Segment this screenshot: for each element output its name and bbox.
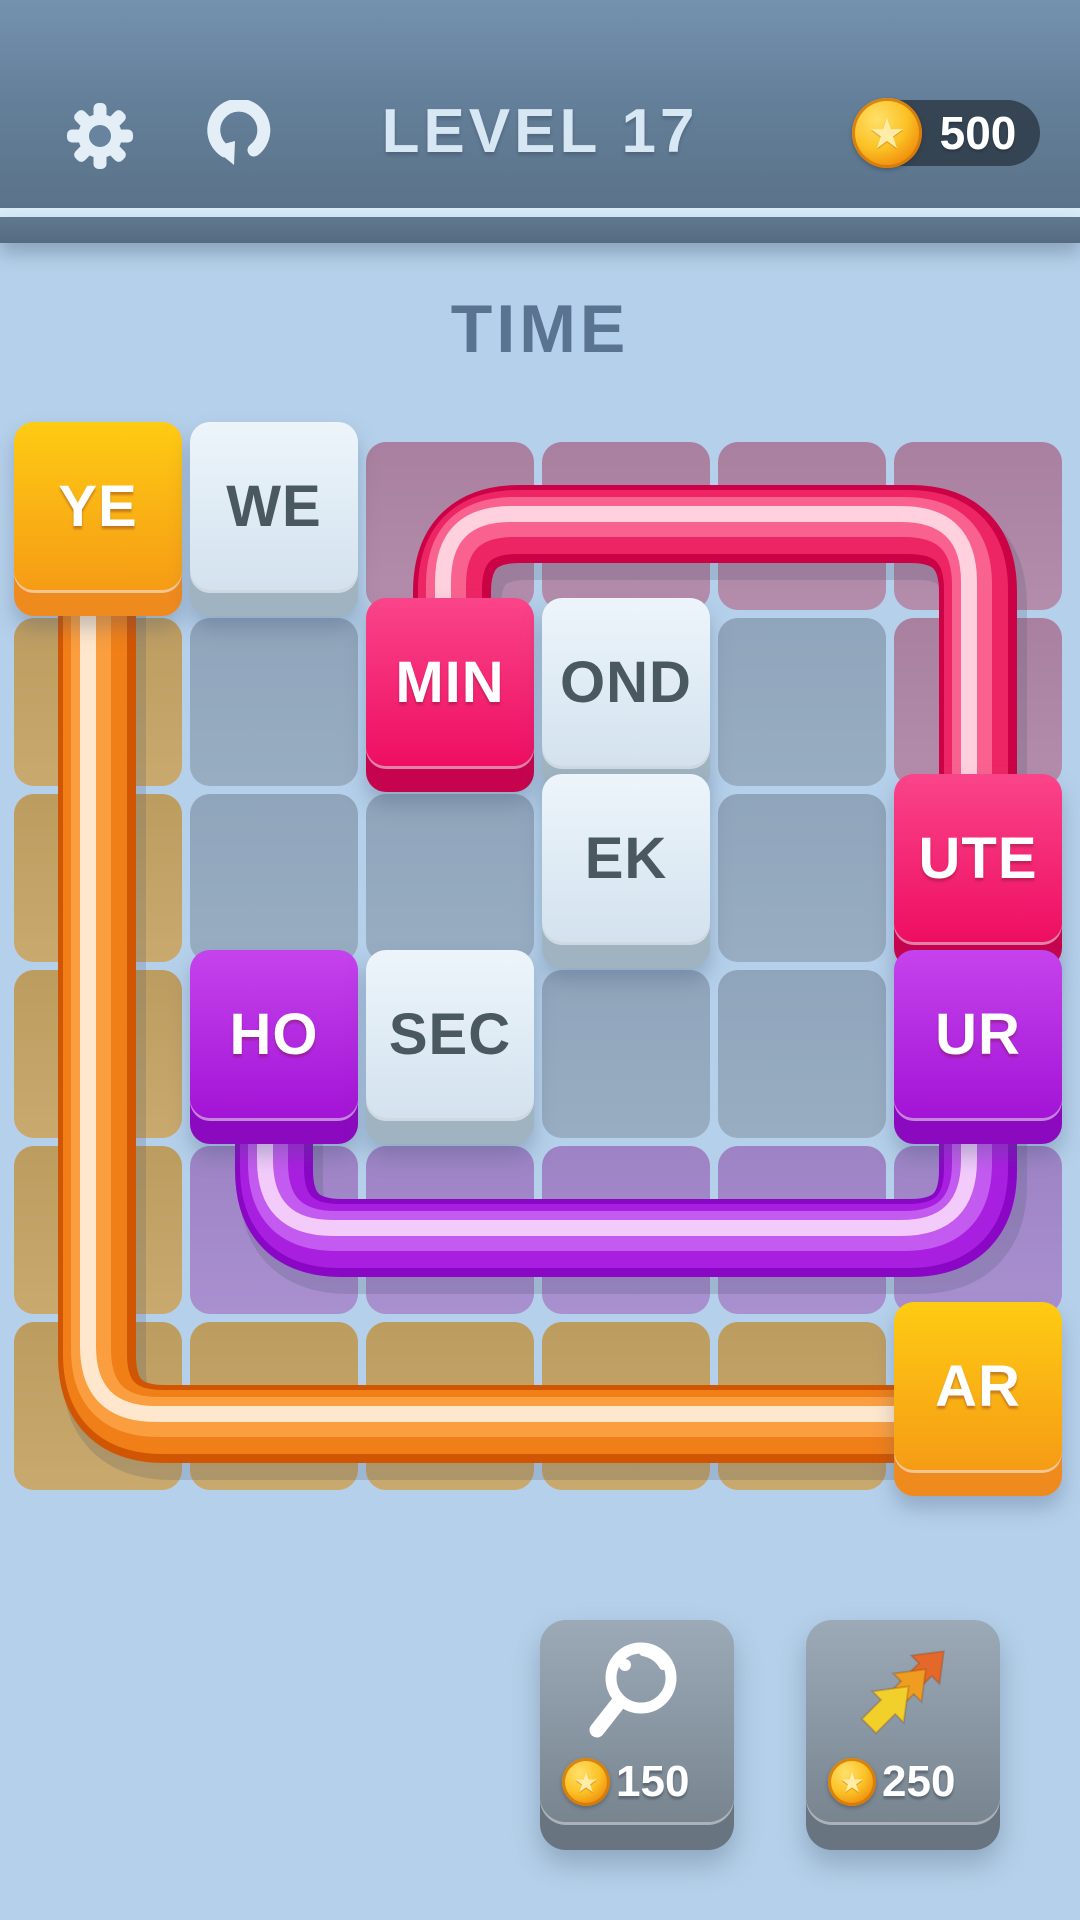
coin-icon: ★ [828, 1758, 876, 1806]
hint-cost-row: ★ 250 [806, 1754, 1000, 1810]
magnifier-hint-button[interactable]: ★ 150 [540, 1620, 734, 1850]
hint-cost-row: ★ 150 [540, 1754, 734, 1810]
tile-ute[interactable]: UTE [894, 774, 1062, 968]
tile-we[interactable]: WE [190, 422, 358, 616]
boost-hint-button[interactable]: ★ 250 [806, 1620, 1000, 1850]
tile-face: MIN [366, 598, 534, 766]
restart-icon [207, 98, 271, 165]
header-bar: LEVEL 17 ★ 500 [0, 0, 1080, 208]
coin-count: 500 [939, 107, 1017, 159]
tile-face: UR [894, 950, 1062, 1118]
coin-star: ★ [868, 109, 906, 157]
tile-face: SEC [366, 950, 534, 1118]
tile-letters: AR [935, 1353, 1021, 1419]
tile-letters: UTE [918, 825, 1038, 891]
header-divider-strip [0, 217, 1080, 243]
tile-ar[interactable]: AR [894, 1302, 1062, 1496]
tile-ek[interactable]: EK [542, 774, 710, 968]
tile-face: AR [894, 1302, 1062, 1470]
tile-face: UTE [894, 774, 1062, 942]
tile-letters: YE [58, 473, 138, 539]
coin-icon: ★ [562, 1758, 610, 1806]
coin-icon: ★ [852, 98, 922, 168]
tile-face: YE [14, 422, 182, 590]
tile-face: HO [190, 950, 358, 1118]
rising-arrows-icon [860, 1650, 945, 1735]
button-face: ★ 150 [540, 1620, 734, 1822]
hint-cost: 250 [882, 1757, 956, 1806]
board-cell [542, 970, 710, 1138]
hint-cost: 150 [616, 1757, 690, 1806]
tile-letters: EK [584, 825, 668, 891]
settings-button[interactable] [64, 100, 136, 172]
magnifier-icon [589, 1642, 677, 1738]
tile-ho[interactable]: HO [190, 950, 358, 1144]
coin-star: ★ [573, 1766, 599, 1798]
settings-gear-icon [67, 103, 133, 169]
tile-letters: MIN [395, 649, 505, 715]
board-cell [718, 794, 886, 962]
tile-face: EK [542, 774, 710, 942]
button-face: ★ 250 [806, 1620, 1000, 1822]
tile-ond[interactable]: OND [542, 598, 710, 792]
tile-ur[interactable]: UR [894, 950, 1062, 1144]
header-divider-line [0, 208, 1080, 217]
tile-letters: WE [226, 473, 322, 539]
board-cell [366, 794, 534, 962]
tile-ye[interactable]: YE [14, 422, 182, 616]
tile-face: WE [190, 422, 358, 590]
level-title: LEVEL 17 [381, 97, 699, 166]
coin-star: ★ [839, 1766, 865, 1798]
restart-button[interactable] [205, 98, 277, 172]
tile-min[interactable]: MIN [366, 598, 534, 792]
tile-letters: HO [229, 1001, 319, 1067]
tile-letters: OND [560, 649, 692, 715]
board-cell [718, 970, 886, 1138]
board-cell [190, 794, 358, 962]
puzzle-title: TIME [450, 291, 630, 367]
tile-face: OND [542, 598, 710, 766]
coin-counter: ★ 500 [852, 98, 1040, 168]
tile-letters: SEC [388, 1001, 512, 1067]
board-cell [718, 618, 886, 786]
tile-letters: UR [935, 1001, 1021, 1067]
board-cell [190, 618, 358, 786]
tile-sec[interactable]: SEC [366, 950, 534, 1144]
